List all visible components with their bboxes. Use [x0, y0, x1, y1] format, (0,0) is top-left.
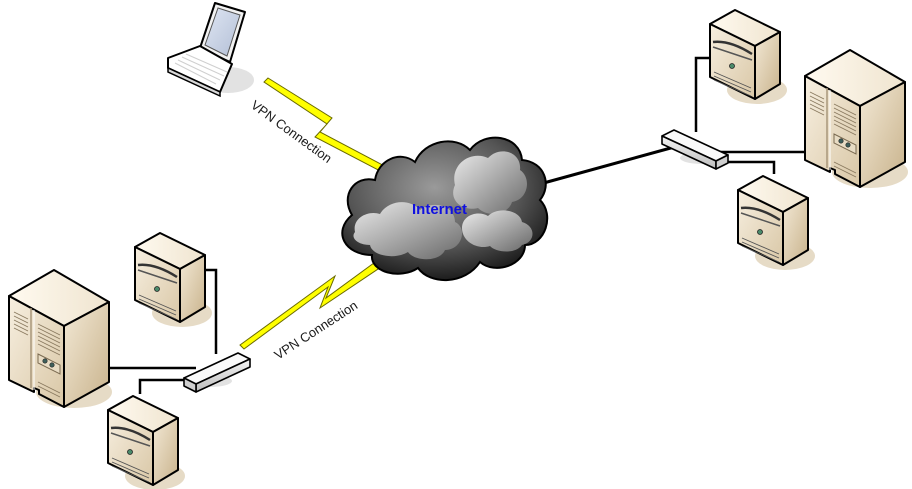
internet-cloud-icon[interactable]	[341, 136, 549, 281]
right-rack-server[interactable]	[804, 49, 909, 189]
right-switch-icon[interactable]	[661, 129, 729, 170]
right-tower-server-top[interactable]	[708, 8, 789, 106]
vpn-label-laptop: VPN Connection	[248, 97, 335, 166]
left-rack-server[interactable]	[8, 269, 113, 409]
laptop-icon[interactable]	[167, 2, 254, 98]
internet-label: Internet	[412, 201, 467, 218]
link-internet-right-switch	[539, 144, 679, 186]
left-office-cabling	[104, 268, 218, 394]
right-tower-server-bottom[interactable]	[736, 174, 817, 272]
vpn-label-left-office: VPN Connection	[271, 298, 360, 363]
right-office-cabling	[694, 56, 807, 174]
left-switch-icon[interactable]	[183, 352, 251, 393]
left-tower-server-top[interactable]	[133, 231, 214, 329]
left-tower-server-bottom[interactable]	[106, 394, 187, 489]
